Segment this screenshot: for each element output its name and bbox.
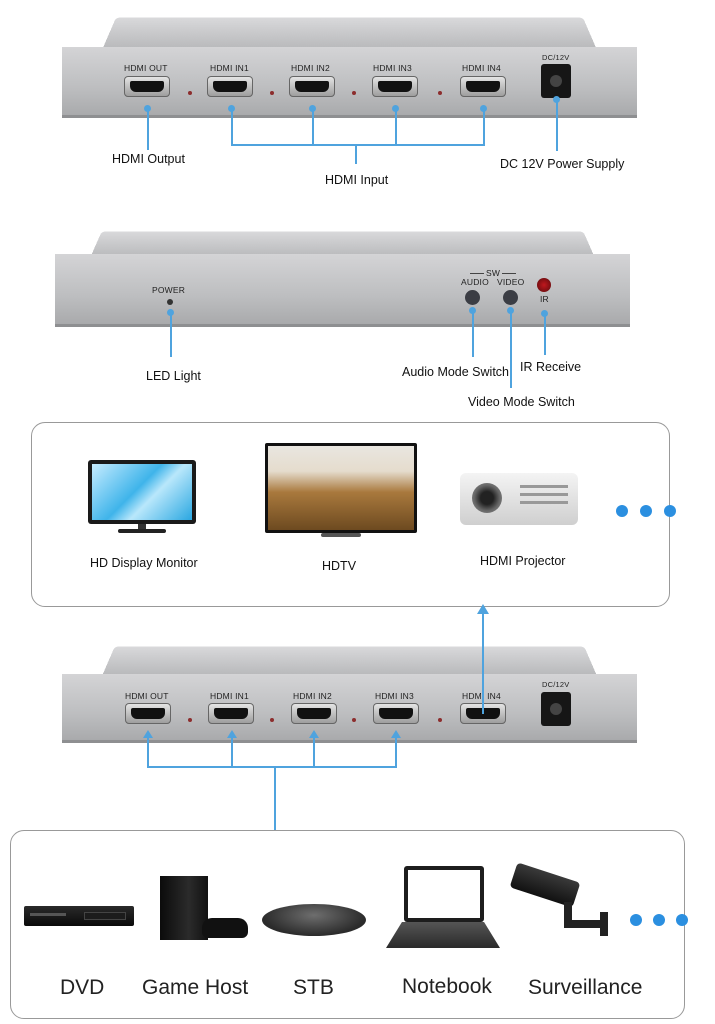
indicator-led xyxy=(352,718,356,722)
label-notebook: Notebook xyxy=(402,975,492,998)
connector-line xyxy=(231,108,233,145)
output-arrow-head xyxy=(477,604,489,614)
hdmi-out-port xyxy=(124,76,170,97)
audio-label: AUDIO xyxy=(461,277,489,287)
indicator-led xyxy=(270,718,274,722)
video-switch-button[interactable] xyxy=(503,290,518,305)
port-label-hdmi-out: HDMI OUT xyxy=(124,63,168,73)
indicator-led xyxy=(438,91,442,95)
sw-bracket xyxy=(502,273,516,274)
video-label: VIDEO xyxy=(497,277,525,287)
label-game-host: Game Host xyxy=(142,976,249,999)
indicator-led xyxy=(188,718,192,722)
audio-switch-button[interactable] xyxy=(465,290,480,305)
ir-receiver xyxy=(537,278,551,292)
label-projector: HDMI Projector xyxy=(480,554,566,568)
port-label-hdmi-out: HDMI OUT xyxy=(125,691,169,701)
connector-line xyxy=(395,108,397,145)
port-label-hdmi-in4: HDMI IN4 xyxy=(462,691,501,701)
power-label: POWER xyxy=(152,285,186,295)
more-dot xyxy=(630,914,642,926)
connector-line xyxy=(231,738,233,768)
callout-dc-power: DC 12V Power Supply xyxy=(500,157,625,171)
connector-line xyxy=(544,313,546,355)
hd-monitor-image xyxy=(88,460,196,535)
port-label-hdmi-in2: HDMI IN2 xyxy=(291,63,330,73)
callout-hdmi-input: HDMI Input xyxy=(325,173,389,187)
ir-label: IR xyxy=(540,294,549,304)
connector-line xyxy=(170,312,172,357)
hdmi-in2-port xyxy=(289,76,335,97)
connector-line xyxy=(147,108,149,150)
connector-line xyxy=(147,738,149,768)
input-arrow-head xyxy=(143,730,153,738)
more-dot xyxy=(616,505,628,517)
label-dvd: DVD xyxy=(60,976,105,999)
label-hd-monitor: HD Display Monitor xyxy=(90,556,198,570)
connector-line xyxy=(231,144,485,146)
more-dot xyxy=(664,505,676,517)
hdmi-in3-port xyxy=(372,76,418,97)
input-arrow-head xyxy=(391,730,401,738)
more-dot xyxy=(640,505,652,517)
port-label-hdmi-in1: HDMI IN1 xyxy=(210,63,249,73)
hdmi-in3-port xyxy=(373,703,419,724)
callout-hdmi-output: HDMI Output xyxy=(112,152,185,166)
game-console-image xyxy=(160,870,250,942)
dc-jack xyxy=(541,64,571,98)
port-label-hdmi-in3: HDMI IN3 xyxy=(373,63,412,73)
connector-line xyxy=(274,766,276,830)
connector-line xyxy=(395,738,397,768)
set-top-box-image xyxy=(262,900,366,940)
callout-audio-mode: Audio Mode Switch xyxy=(402,365,510,379)
connector-line xyxy=(313,738,315,768)
connector-line xyxy=(472,310,474,357)
more-dot xyxy=(676,914,688,926)
hdmi-in2-port xyxy=(291,703,337,724)
port-label-hdmi-in4: HDMI IN4 xyxy=(462,63,501,73)
notebook-image xyxy=(386,864,500,954)
port-label-hdmi-in1: HDMI IN1 xyxy=(210,691,249,701)
indicator-led xyxy=(188,91,192,95)
callout-ir-receive: IR Receive xyxy=(520,360,582,374)
dvd-player-image xyxy=(24,904,134,930)
sw-label: SW xyxy=(486,268,501,278)
connector-line xyxy=(355,144,357,164)
indicator-led xyxy=(438,718,442,722)
output-connector-line xyxy=(482,614,484,714)
hdmi-in4-port xyxy=(460,76,506,97)
power-led xyxy=(167,299,173,305)
label-surveillance: Surveillance xyxy=(528,976,643,999)
callout-led-light: LED Light xyxy=(146,369,201,383)
surveillance-camera-image xyxy=(509,862,612,938)
sw-bracket xyxy=(470,273,484,274)
dc-label: DC/12V xyxy=(542,53,570,62)
connector-line xyxy=(556,99,558,151)
callout-video-mode: Video Mode Switch xyxy=(468,395,575,409)
dc-jack xyxy=(541,692,571,726)
connector-line xyxy=(510,310,512,388)
hdmi-in1-port xyxy=(208,703,254,724)
connector-line xyxy=(483,108,485,145)
dc-label: DC/12V xyxy=(542,680,570,689)
label-hdtv: HDTV xyxy=(322,559,357,573)
hdtv-image xyxy=(265,443,417,541)
indicator-led xyxy=(270,91,274,95)
hdmi-in1-port xyxy=(207,76,253,97)
port-label-hdmi-in2: HDMI IN2 xyxy=(293,691,332,701)
hdmi-out-port xyxy=(125,703,171,724)
label-stb: STB xyxy=(293,976,334,999)
connector-line xyxy=(312,108,314,145)
input-arrow-head xyxy=(227,730,237,738)
indicator-led xyxy=(352,91,356,95)
switch-front-device xyxy=(55,220,630,330)
projector-image xyxy=(460,467,578,529)
port-label-hdmi-in3: HDMI IN3 xyxy=(375,691,414,701)
more-dot xyxy=(653,914,665,926)
connector-line xyxy=(147,766,397,768)
input-arrow-head xyxy=(309,730,319,738)
